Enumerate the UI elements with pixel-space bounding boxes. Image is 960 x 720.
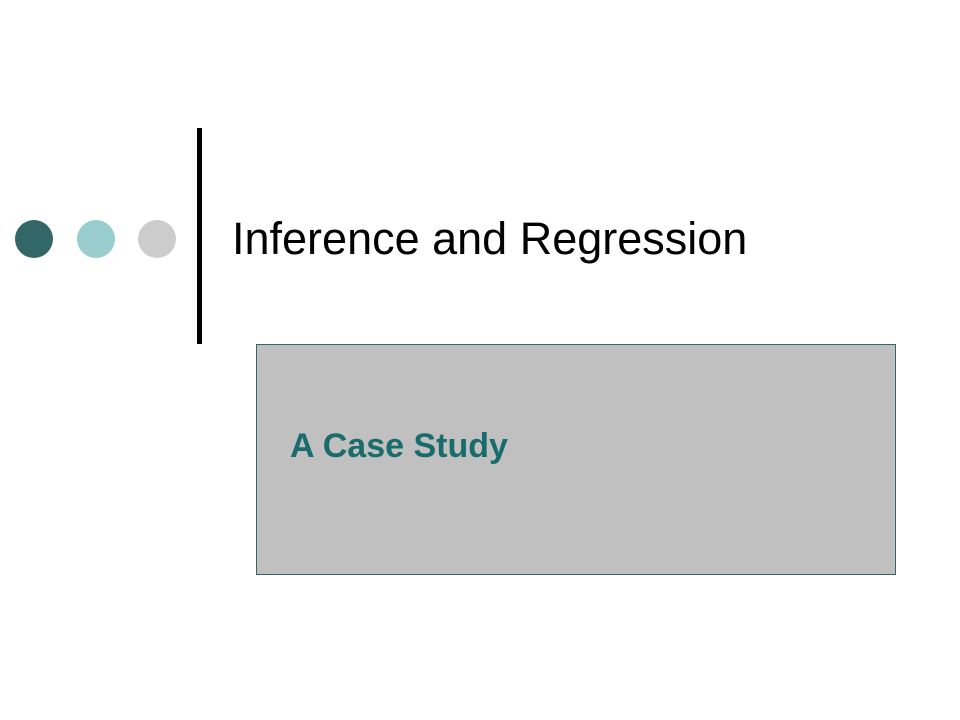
slide-subtitle: A Case Study	[290, 427, 508, 465]
title-divider	[197, 128, 202, 344]
decorative-dot-gray	[138, 220, 176, 258]
subtitle-box: A Case Study	[256, 344, 896, 575]
slide-title: Inference and Regression	[232, 213, 748, 264]
decorative-dot-light	[77, 220, 115, 258]
decorative-dot-dark	[15, 220, 53, 258]
